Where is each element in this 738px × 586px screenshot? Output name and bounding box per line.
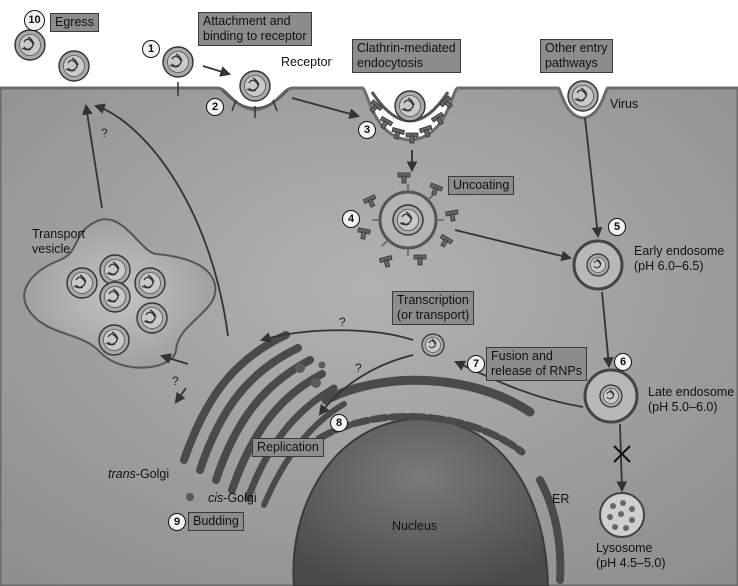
late-endosome-label: Late endosome (pH 5.0–6.0) (648, 385, 734, 415)
other-entry-virion (567, 80, 599, 112)
uncoating-vesicle (356, 172, 460, 269)
trans-golgi-prefix: trans (108, 467, 136, 481)
lysosome-text: Lysosome (596, 541, 653, 555)
early-endosome-label: Early endosome (pH 6.0–6.5) (634, 244, 724, 274)
blocked-mark (613, 445, 631, 463)
step-7-marker: 7 (467, 355, 485, 373)
uncoating-text: Uncoating (453, 178, 510, 192)
step-8-marker: 8 (330, 414, 348, 432)
early-endosome-text: Early endosome (634, 244, 725, 258)
cis-golgi-suffix: -Golgi (223, 491, 257, 505)
fusion-label: Fusion and release of RNPs (486, 347, 588, 381)
transport-vesicle-label: Transport vesicle (32, 227, 85, 257)
budding-label: Budding (188, 512, 244, 531)
replication-label: Replication (252, 438, 324, 457)
other-entry-text-2: pathways (545, 55, 598, 70)
lysosome (599, 492, 645, 538)
transport-vesicle-text-1: Transport (32, 227, 86, 241)
uncoating-label: Uncoating (448, 176, 515, 195)
attachment-label: Attachment and binding to receptor (198, 12, 312, 46)
question-mark-transcription: ? (339, 315, 346, 329)
fusion-text-1: Fusion and (491, 349, 553, 363)
question-mark-egress: ? (101, 126, 108, 140)
step-1-marker: 1 (142, 40, 160, 58)
nucleus-label: Nucleus (392, 519, 438, 533)
question-mark-replication: ? (355, 361, 362, 375)
late-endosome-text: Late endosome (648, 385, 735, 399)
egress-virions (14, 29, 90, 82)
fusion-text-2: release of RNPs (491, 363, 583, 378)
transcription-text-2: (or transport) (397, 307, 470, 322)
lysosome-ph: (pH 4.5–5.0) (596, 555, 666, 570)
step-3-marker: 3 (358, 121, 376, 139)
step-5-marker: 5 (608, 218, 626, 236)
trans-golgi-label: trans-Golgi (108, 467, 169, 482)
early-endosome (572, 239, 624, 291)
transport-vesicle-text-2: vesicle (32, 241, 71, 256)
transcription-text-1: Transcription (397, 293, 469, 307)
attaching-virion (162, 46, 194, 78)
clathrin-text-1: Clathrin-mediated (357, 41, 456, 55)
virus-label: Virus (610, 97, 639, 111)
replication-text: Replication (257, 440, 319, 454)
step-10-marker: 10 (24, 10, 45, 31)
egress-label: Egress (50, 13, 99, 32)
clathrin-text-2: endocytosis (357, 55, 424, 70)
early-endosome-ph: (pH 6.0–6.5) (634, 258, 704, 273)
late-endosome-ph: (pH 5.0–6.0) (648, 399, 718, 414)
er-label: ER (552, 492, 570, 506)
transport-vesicle (23, 218, 217, 369)
other-entry-label: Other entry pathways (540, 39, 613, 73)
receptor-pit (177, 82, 289, 118)
attachment-text-2: binding to receptor (203, 28, 307, 43)
step-6-marker: 6 (614, 353, 632, 371)
budding-text: Budding (193, 514, 239, 528)
question-mark-golgi: ? (172, 374, 179, 388)
transcription-label: Transcription (or transport) (392, 291, 475, 325)
egress-text: Egress (55, 15, 94, 29)
step-2-marker: 2 (206, 98, 224, 116)
step-4-marker: 4 (342, 210, 360, 228)
golgi-vesicles (186, 361, 326, 501)
receptor-label: Receptor (281, 55, 332, 69)
clathrin-label: Clathrin-mediated endocytosis (352, 39, 461, 73)
trans-golgi-suffix: -Golgi (135, 467, 170, 481)
late-endosome (583, 368, 639, 424)
endoplasmic-reticulum (300, 375, 565, 584)
attachment-text-1: Attachment and (203, 14, 291, 28)
rnp-virion (421, 333, 445, 357)
step-9-marker: 9 (168, 513, 186, 531)
lysosome-label: Lysosome (pH 4.5–5.0) (596, 541, 665, 571)
other-entry-text-1: Other entry (545, 41, 608, 55)
cis-golgi-prefix: cis (208, 491, 224, 505)
cis-golgi-label: cis-Golgi (208, 491, 257, 506)
clathrin-coated-pit (366, 90, 456, 144)
bound-virion (239, 70, 271, 102)
